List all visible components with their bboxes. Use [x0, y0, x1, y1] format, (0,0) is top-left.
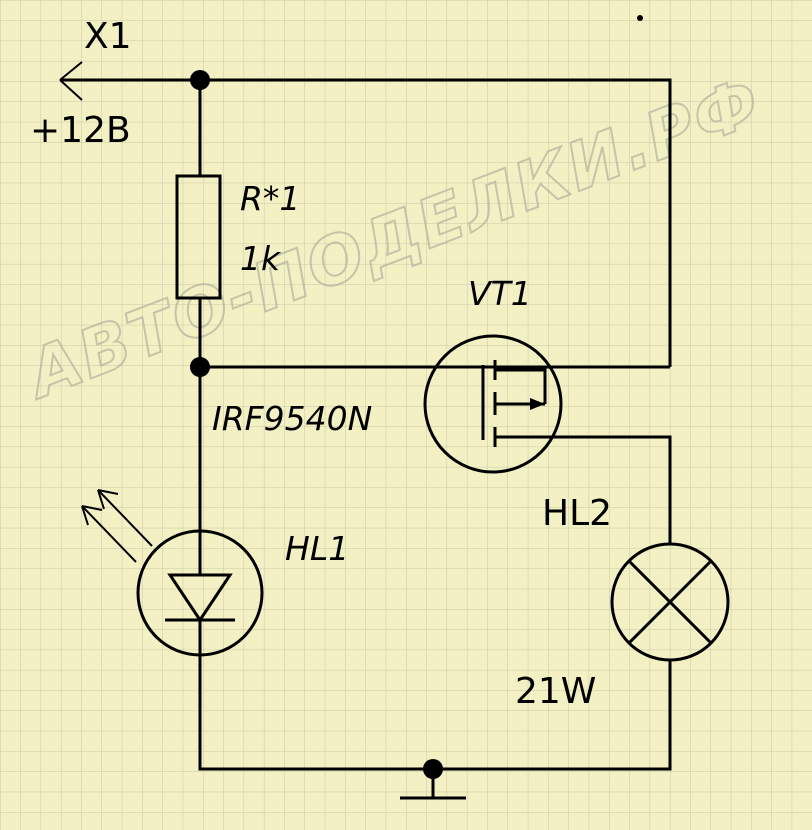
corner-mark — [637, 15, 643, 21]
transistor-part-label: IRF9540N — [212, 399, 372, 438]
lamp-power-label: 21W — [515, 671, 596, 712]
photodiode-ref-label: HL1 — [285, 529, 349, 568]
connector-arrow-icon — [59, 61, 83, 101]
junction-dots — [190, 70, 443, 779]
supply-voltage-label: +12B — [30, 110, 131, 151]
mosfet-icon — [423, 334, 563, 474]
light-rays-icon — [81, 489, 153, 563]
resistor-r1: R*1 1k — [175, 174, 300, 300]
mosfet-arrow-icon — [530, 398, 545, 410]
junction-dot-top — [190, 70, 210, 90]
top-rail-wire — [60, 78, 672, 367]
resistor-icon — [175, 174, 222, 300]
connector-x1: X1 +12B — [30, 16, 132, 151]
lamp-hl2: HL2 21W — [515, 493, 730, 712]
resistor-value-label: 1k — [240, 239, 282, 278]
junction-dot-bottom — [423, 759, 443, 779]
transistor-ref-label: VT1 — [468, 274, 532, 313]
lamp-ref-label: HL2 — [542, 493, 612, 534]
lamp-icon — [610, 542, 730, 662]
photodiode-circle-icon — [136, 529, 264, 657]
transistor-vt1: VT1 IRF9540N — [212, 274, 563, 474]
junction-dot-middle — [190, 357, 210, 377]
mosfet-source-lead — [495, 368, 547, 404]
resistor-ref-label: R*1 — [240, 179, 300, 218]
lamp-cross-line-2 — [627, 559, 713, 645]
photodiode-hl1: HL1 — [81, 489, 349, 657]
connector-label: X1 — [84, 16, 132, 57]
